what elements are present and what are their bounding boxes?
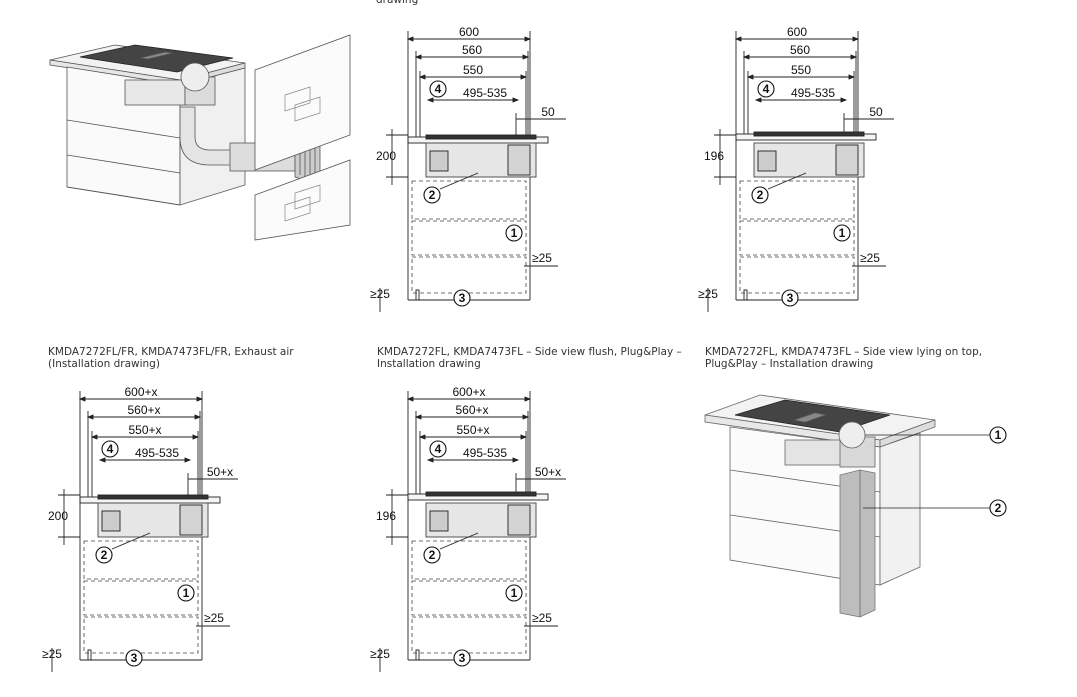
isometric-island-drawing: 1 2 — [700, 385, 1040, 620]
dimension-label: 550+x — [128, 423, 161, 437]
callout-2-circle — [423, 186, 441, 204]
dimension-label: 495-535 — [463, 86, 507, 100]
dimension-label: 600+x — [124, 385, 157, 399]
side-view-flush-svg: 600 560 550 495-535 4 50 200 ≥25 ≥25 2 1 3 — [370, 25, 566, 312]
dimension-label: 550 — [791, 63, 811, 77]
caption-side-on-top: KMDA7272FL, KMDA7473FL – Side view lying… — [705, 346, 983, 370]
height-dimension-label: 196 — [376, 509, 396, 523]
dimension-label: 600+x — [452, 385, 485, 399]
callout-1-label: 1 — [511, 586, 518, 600]
dimension-label: 495-535 — [135, 446, 179, 460]
height-dimension-label: 200 — [376, 149, 396, 163]
clearance-bottom-label: ≥25 — [370, 647, 390, 661]
dimension-label: 550 — [463, 63, 483, 77]
callout-4-circle — [757, 80, 775, 98]
callout-3-circle — [453, 289, 471, 307]
callout-2-label: 2 — [101, 548, 108, 562]
callout-2-label: 2 — [995, 501, 1002, 515]
side-view-on-top-x-svg: 600+x 560+x 550+x 495-535 4 50+x 196 ≥25 ≥25 2 1 3 — [370, 385, 566, 672]
isometric-exhaust-svg — [49, 34, 351, 241]
side-view-flush: 600 560 550 495-535 4 50 200 ≥25 ≥25 2 1 3 — [370, 25, 610, 325]
dimension-label: 495-535 — [791, 86, 835, 100]
callout-4-circle — [101, 440, 119, 458]
callout-2-circle — [751, 186, 769, 204]
side-view-on-top-x: 600+x 560+x 550+x 495-535 4 50+x 196 ≥25 ≥25 2 1 3 — [370, 385, 610, 690]
side-view-flush-x: 600+x 560+x 550+x 495-535 4 50+x 200 ≥25 ≥25 2 1 3 — [42, 385, 282, 690]
callout-2-label: 2 — [429, 548, 436, 562]
callout-1-circle — [505, 584, 523, 602]
clearance-right-label: ≥25 — [204, 611, 224, 625]
dimension-label: 600 — [459, 25, 479, 39]
top-caption-fragment: drawing — [376, 0, 419, 6]
side-view-on-top: 600 560 550 495-535 4 50 196 ≥25 ≥25 2 1 3 — [698, 25, 938, 325]
clearance-right-label: ≥25 — [860, 251, 880, 265]
callout-3-circle — [781, 289, 799, 307]
dimension-label: 600 — [787, 25, 807, 39]
dimension-label: 560 — [790, 43, 810, 57]
callout-2-circle — [989, 499, 1007, 517]
callout-2-label: 2 — [429, 188, 436, 202]
caption-side-flush: KMDA7272FL, KMDA7473FL – Side view flush… — [377, 346, 682, 370]
callout-4-label: 4 — [107, 442, 114, 456]
dimension-label: 50 — [541, 105, 555, 119]
dimension-label: 50 — [869, 105, 883, 119]
side-view-flush-x-svg: 600+x 560+x 550+x 495-535 4 50+x 200 ≥25 ≥25 2 1 3 — [42, 385, 238, 672]
clearance-bottom-label: ≥25 — [42, 647, 62, 661]
clearance-bottom-label: ≥25 — [698, 287, 718, 301]
callout-1-circle — [177, 584, 195, 602]
dimension-label: 560 — [462, 43, 482, 57]
caption-isometric: KMDA7272FL/FR, KMDA7473FL/FR, Exhaust ai… — [48, 346, 294, 370]
callout-4-label: 4 — [763, 82, 770, 96]
callout-3-circle — [453, 649, 471, 667]
callout-4-circle — [429, 440, 447, 458]
dimension-label: 50+x — [207, 465, 233, 479]
dimension-label: 495-535 — [463, 446, 507, 460]
clearance-right-label: ≥25 — [532, 611, 552, 625]
dimension-label: 560+x — [127, 403, 160, 417]
height-dimension-label: 196 — [704, 149, 724, 163]
callout-1-label: 1 — [995, 428, 1002, 442]
callout-1-circle — [833, 224, 851, 242]
callout-3-circle — [125, 649, 143, 667]
callout-1-label: 1 — [183, 586, 190, 600]
callout-3-label: 3 — [459, 651, 466, 665]
callout-3-label: 3 — [787, 291, 794, 305]
callout-2-circle — [95, 546, 113, 564]
callout-4-label: 4 — [435, 82, 442, 96]
clearance-bottom-label: ≥25 — [370, 287, 390, 301]
dimension-label: 560+x — [455, 403, 488, 417]
callout-4-label: 4 — [435, 442, 442, 456]
callout-2-label: 2 — [757, 188, 764, 202]
callout-1-circle — [989, 426, 1007, 444]
side-view-on-top-svg: 600 560 550 495-535 4 50 196 ≥25 ≥25 2 1 3 — [698, 25, 894, 312]
dimension-label: 50+x — [535, 465, 561, 479]
isometric-exhaust-drawing — [45, 25, 360, 241]
callout-1-label: 1 — [839, 226, 846, 240]
callout-2-circle — [423, 546, 441, 564]
dimension-label: 550+x — [456, 423, 489, 437]
callout-1-circle — [505, 224, 523, 242]
callout-4-circle — [429, 80, 447, 98]
isometric-island-svg: 1 2 — [704, 394, 1007, 618]
callout-1-label: 1 — [511, 226, 518, 240]
clearance-right-label: ≥25 — [532, 251, 552, 265]
callout-3-label: 3 — [131, 651, 138, 665]
height-dimension-label: 200 — [48, 509, 68, 523]
callout-3-label: 3 — [459, 291, 466, 305]
